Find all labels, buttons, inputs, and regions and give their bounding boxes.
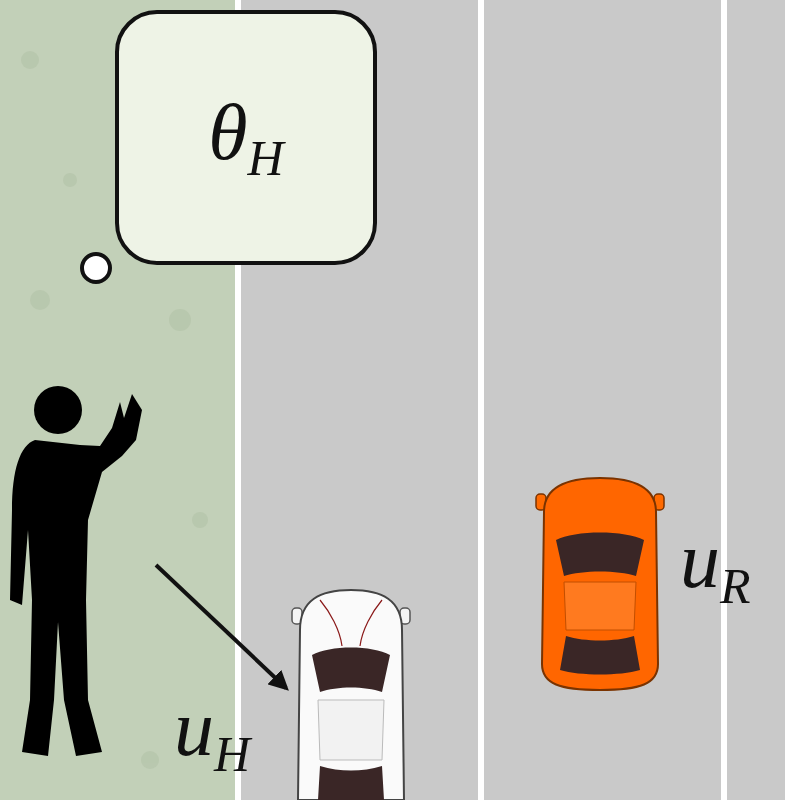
person-head — [34, 386, 82, 434]
grass-spot — [30, 290, 50, 310]
control-arrow — [156, 565, 286, 688]
grass-spot — [192, 512, 208, 528]
car-body — [542, 478, 658, 690]
grass-spot — [141, 751, 159, 769]
car-rear-window — [318, 766, 384, 800]
car-body — [298, 590, 404, 800]
grass-spot — [21, 51, 39, 69]
person-body — [10, 394, 142, 756]
car-rear-window — [560, 636, 640, 675]
human-car — [292, 590, 410, 800]
control-symbol: uH — [174, 688, 250, 779]
lane-line — [478, 0, 484, 800]
parameter-symbol: θH — [208, 92, 283, 183]
car-windshield — [556, 533, 644, 577]
car-hood-line — [320, 600, 382, 646]
grass-spot — [63, 173, 77, 187]
car-windshield — [312, 648, 390, 693]
person-silhouette — [10, 386, 142, 756]
car-roof — [564, 582, 636, 630]
thought-dot — [82, 254, 110, 282]
grass-spot — [169, 309, 191, 331]
thought-bubble: θH — [115, 10, 377, 265]
robot-car — [536, 478, 664, 690]
lane-line — [721, 0, 727, 800]
car-roof — [318, 700, 384, 760]
control-symbol: uR — [680, 520, 751, 611]
